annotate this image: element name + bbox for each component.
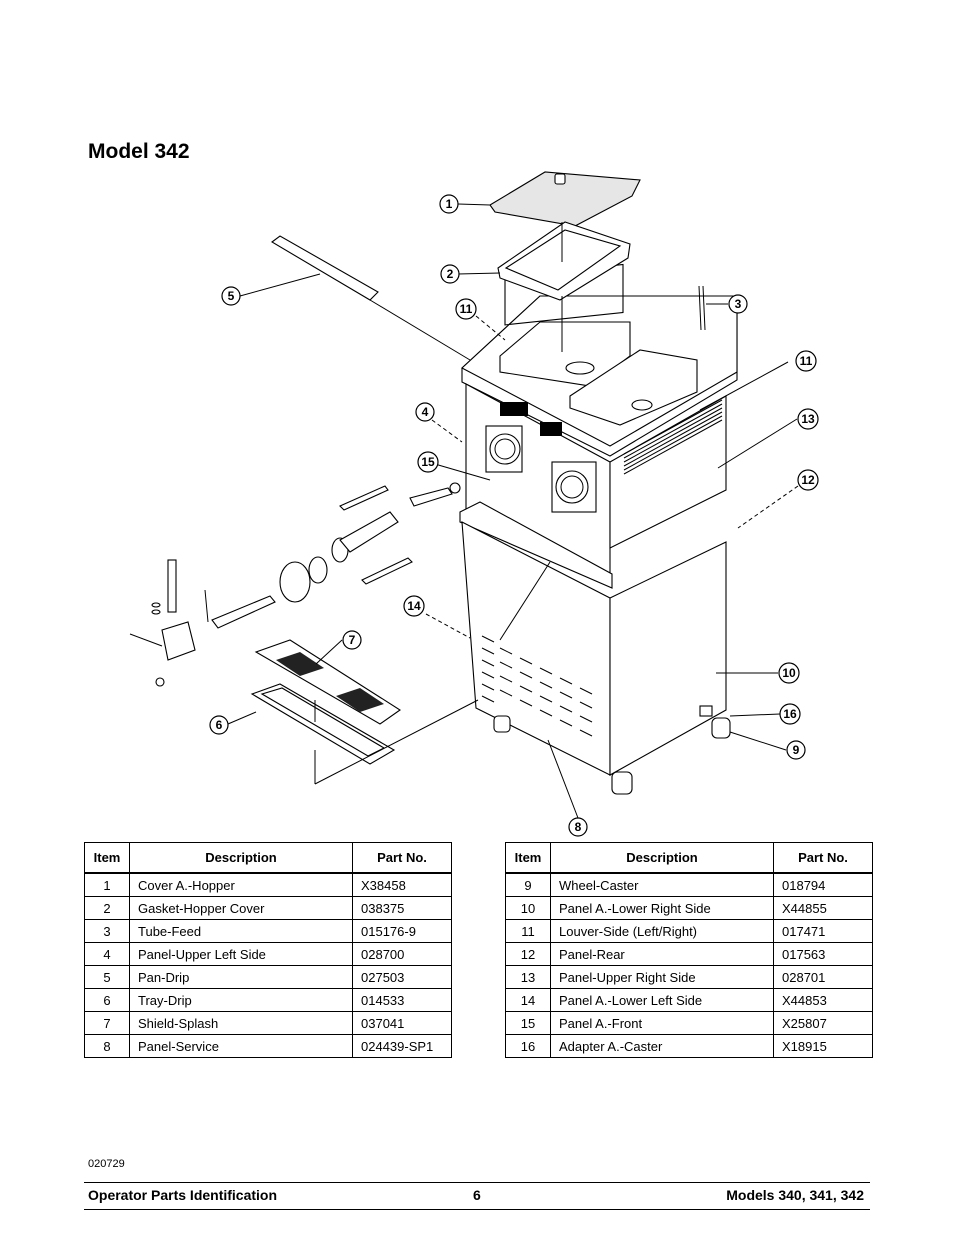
drip-pan: [271, 235, 379, 301]
callout-10: 10: [778, 662, 800, 684]
svg-text:1: 1: [446, 197, 453, 211]
header-item: Item: [505, 842, 551, 874]
header-description: Description: [550, 842, 774, 874]
header-description: Description: [129, 842, 353, 874]
svg-text:15: 15: [421, 455, 435, 469]
splash-shield: [254, 639, 401, 725]
callout-11b: 11: [795, 350, 817, 372]
footer-section-title: Operator Parts Identification: [88, 1187, 278, 1203]
callout-13: 13: [797, 408, 819, 430]
louver-lower: [481, 635, 593, 737]
callout-9: 9: [786, 740, 806, 760]
callout-11a: 11: [455, 298, 477, 320]
callout-5: 5: [221, 286, 241, 306]
document-code: 020729: [88, 1158, 125, 1170]
footer-models: Models 340, 341, 342: [726, 1187, 864, 1203]
freezing-cylinder-parts: [129, 482, 461, 687]
svg-text:3: 3: [735, 297, 742, 311]
callout-7: 7: [342, 630, 362, 650]
svg-text:13: 13: [801, 412, 815, 426]
svg-text:2: 2: [447, 267, 454, 281]
svg-text:12: 12: [801, 473, 815, 487]
page-number: 6: [473, 1187, 481, 1203]
hopper-cover: [489, 171, 641, 227]
svg-text:10: 10: [782, 666, 796, 680]
svg-text:16: 16: [783, 707, 797, 721]
svg-text:14: 14: [407, 599, 421, 613]
hopper-gasket: [497, 221, 631, 301]
callout-4: 4: [415, 402, 435, 422]
svg-text:9: 9: [793, 743, 800, 757]
feed-tube: [698, 285, 706, 331]
svg-text:11: 11: [460, 302, 473, 316]
callout-6: 6: [209, 715, 229, 735]
svg-text:4: 4: [422, 405, 429, 419]
svg-text:6: 6: [216, 718, 223, 732]
machine-cabinet: [459, 263, 738, 795]
louver-right: [623, 399, 723, 475]
svg-text:11: 11: [800, 354, 813, 368]
header-part-no: Part No.: [773, 842, 873, 874]
svg-text:5: 5: [228, 289, 235, 303]
callout-15: 15: [417, 451, 439, 473]
callout-16: 16: [779, 703, 801, 725]
callout-14: 14: [403, 595, 425, 617]
svg-text:7: 7: [349, 633, 356, 647]
exploded-parts-diagram: 1 2 3 4 5 6 7 8 9 10 11 11 12 13 14 15 1…: [129, 171, 819, 837]
svg-text:8: 8: [575, 820, 582, 834]
callout-1: 1: [439, 194, 459, 214]
drip-tray: [250, 683, 396, 765]
page-title: Model 342: [88, 140, 190, 163]
callout-12: 12: [797, 469, 819, 491]
footer-rule-top: [84, 1182, 870, 1183]
callout-3: 3: [728, 294, 748, 314]
callout-2: 2: [440, 264, 460, 284]
header-part-no: Part No.: [352, 842, 452, 874]
header-item: Item: [84, 842, 130, 874]
footer-rule-bottom: [84, 1209, 870, 1210]
callout-8: 8: [568, 817, 588, 837]
